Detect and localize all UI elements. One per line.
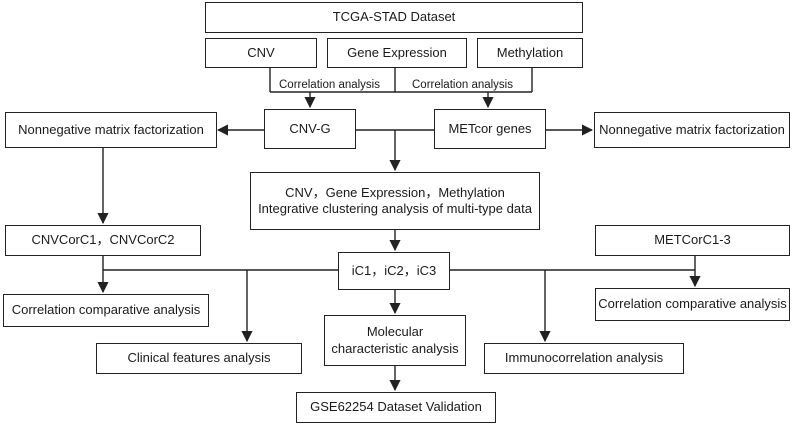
molecular-box: Molecular characteristic analysis — [324, 315, 466, 366]
validation-label: GSE62254 Dataset Validation — [310, 399, 482, 415]
correlation-right-box: Correlation comparative analysis — [595, 288, 790, 321]
integrative-clustering-box: CNV，Gene Expression，Methylation Integrat… — [250, 172, 540, 230]
cnv-box: CNV — [205, 38, 317, 68]
metcor-genes-label: METcor genes — [448, 120, 532, 136]
clusters-label: iC1，iC2，iC3 — [351, 262, 437, 278]
cnvcorc-label: CNVCorC1，CNVCorC2 — [31, 232, 175, 248]
nmf-right-box: Nonnegative matrix factorization — [594, 112, 790, 148]
title-box: TCGA-STAD Dataset — [205, 2, 583, 33]
gene-expression-label: Gene Expression — [347, 44, 447, 60]
clinical-box: Clinical features analysis — [96, 343, 302, 374]
immuno-box: Immunocorrelation analysis — [484, 343, 684, 374]
cnv-g-label: CNV-G — [289, 120, 331, 136]
cnvcorc-box: CNVCorC1，CNVCorC2 — [5, 225, 201, 256]
nmf-left-box: Nonnegative matrix factorization — [5, 112, 217, 148]
cnv-label: CNV — [247, 44, 275, 60]
nmf-left-label: Nonnegative matrix factorization — [18, 121, 204, 137]
title-text: TCGA-STAD Dataset — [332, 9, 456, 25]
metcorc-label: METCorC1-3 — [654, 232, 731, 248]
edge-label-correlation-right: Correlation analysis — [412, 79, 513, 91]
clinical-label: Clinical features analysis — [127, 350, 271, 366]
metcorc-box: METCorC1-3 — [595, 225, 790, 256]
molecular-line2: characteristic analysis — [331, 340, 459, 356]
correlation-left-label: Correlation comparative analysis — [11, 302, 201, 318]
correlation-left-box: Correlation comparative analysis — [3, 294, 209, 327]
molecular-line1: Molecular — [366, 324, 424, 340]
clusters-box: iC1，iC2，iC3 — [338, 252, 450, 290]
immuno-label: Immunocorrelation analysis — [504, 350, 664, 366]
edge-label-correlation-left: Correlation analysis — [279, 79, 380, 91]
nmf-right-label: Nonnegative matrix factorization — [599, 121, 785, 137]
methylation-label: Methylation — [496, 44, 564, 60]
integrative-line2: Integrative clustering analysis of multi… — [258, 201, 532, 216]
metcor-genes-box: METcor genes — [434, 109, 546, 149]
correlation-right-label: Correlation comparative analysis — [598, 296, 787, 312]
cnv-g-box: CNV-G — [264, 109, 356, 149]
methylation-box: Methylation — [477, 38, 583, 68]
validation-box: GSE62254 Dataset Validation — [296, 392, 496, 423]
gene-expression-box: Gene Expression — [327, 38, 467, 68]
integrative-line1: CNV，Gene Expression，Methylation — [285, 184, 505, 200]
